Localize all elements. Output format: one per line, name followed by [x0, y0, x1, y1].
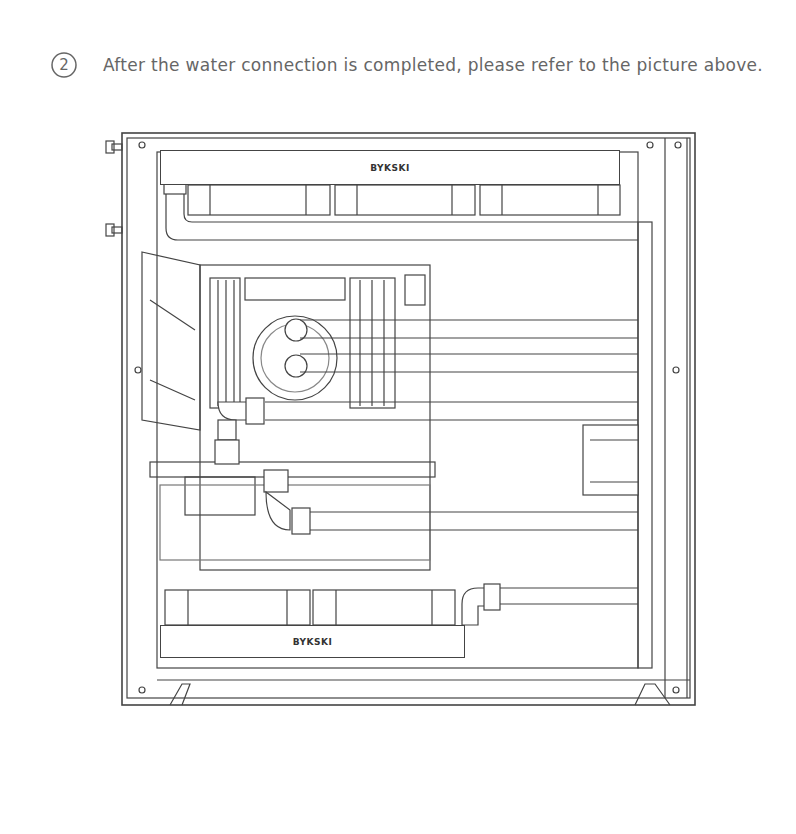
case-frame — [122, 133, 695, 705]
step-number: 2 — [59, 56, 69, 74]
case-panel — [157, 152, 638, 668]
tube — [310, 512, 638, 530]
tube — [300, 354, 638, 372]
tube — [166, 194, 638, 240]
instruction-title: After the water connection is completed,… — [103, 55, 763, 75]
tube — [184, 194, 638, 222]
radiator: BYKSKI — [160, 150, 620, 185]
io-shroud — [142, 252, 200, 430]
fitting — [292, 508, 310, 534]
brand-logo: BYKSKI — [366, 162, 414, 174]
case-inner-frame — [127, 138, 690, 698]
case-foot — [170, 684, 190, 705]
tube — [265, 402, 638, 420]
tube — [500, 588, 638, 604]
tube — [300, 320, 638, 338]
fan — [480, 185, 620, 215]
fan — [313, 590, 455, 625]
fan — [335, 185, 475, 215]
motherboard — [200, 265, 430, 570]
case-foot — [635, 684, 670, 705]
fan — [165, 590, 310, 625]
brand-logo: BYKSKI — [289, 636, 337, 648]
fitting — [218, 402, 248, 420]
pump-reservoir — [583, 425, 638, 495]
gpu-bracket — [150, 462, 435, 477]
glass-strip — [638, 222, 652, 668]
radiator: BYKSKI — [160, 625, 465, 658]
fan — [188, 185, 330, 215]
step-circle — [52, 53, 76, 77]
cpu-block — [253, 316, 337, 400]
